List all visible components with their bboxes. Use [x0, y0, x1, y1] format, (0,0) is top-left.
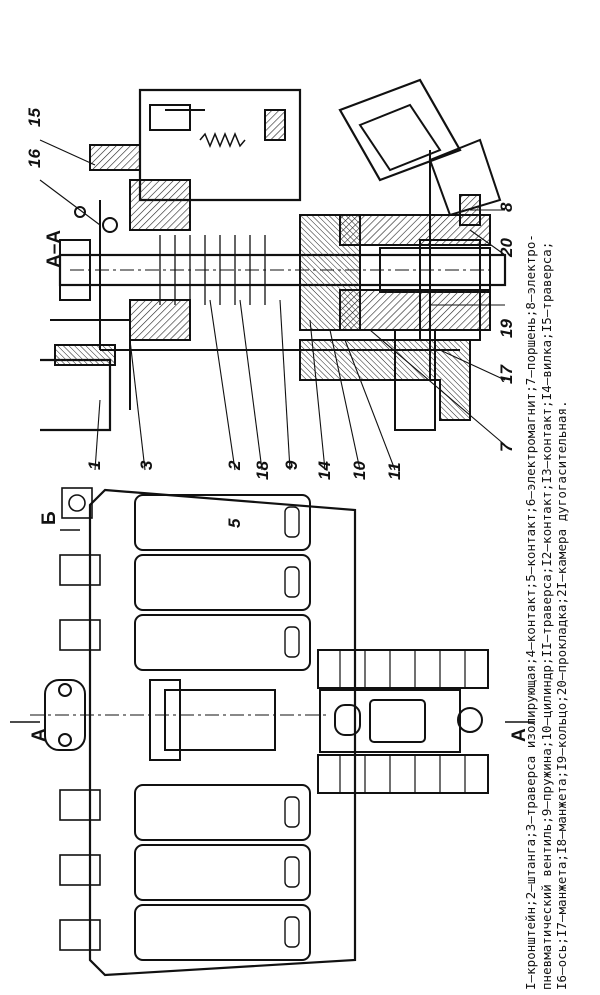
part-number-labels: 15 16 20 8 19 17 7 11 10 14 9 18 2 3 1	[25, 108, 516, 480]
part-3: 3	[137, 460, 156, 470]
part-17: 17	[497, 364, 516, 384]
section-b-label: Б	[39, 511, 60, 525]
section-a-left-label: А	[29, 728, 50, 742]
part-8: 8	[497, 202, 516, 212]
caption-line-3: I6–ось;I7–манжета;I8–манжета;I9–кольцо;2…	[554, 400, 569, 990]
figure-caption: I–кронштейн;2–штанга;3–траверса изолирую…	[523, 5, 600, 990]
part-16: 16	[25, 149, 44, 168]
caption-line-1: I–кронштейн;2–штанга;3–траверса изолирую…	[523, 234, 538, 990]
part-2: 2	[225, 460, 244, 471]
section-a-right-label: А	[509, 728, 530, 742]
section-b-arrow-number: 5	[225, 518, 244, 528]
part-18: 18	[253, 461, 272, 480]
part-9: 9	[282, 460, 301, 470]
part-14: 14	[315, 461, 334, 480]
caption-line-2: пневматический вентиль;9–пружина;10–цили…	[538, 241, 554, 990]
part-15: 15	[25, 108, 44, 127]
section-a-a-label: А–А	[44, 230, 65, 268]
part-19: 19	[497, 319, 516, 338]
part-20: 20	[497, 238, 516, 258]
part-7: 7	[497, 441, 516, 452]
part-11: 11	[385, 462, 404, 480]
part-1: 1	[85, 461, 104, 470]
arc-chambers	[134, 494, 311, 961]
plan-view-drawing	[10, 487, 535, 977]
section-a-a-drawing	[39, 78, 507, 471]
part-10: 10	[350, 461, 369, 480]
